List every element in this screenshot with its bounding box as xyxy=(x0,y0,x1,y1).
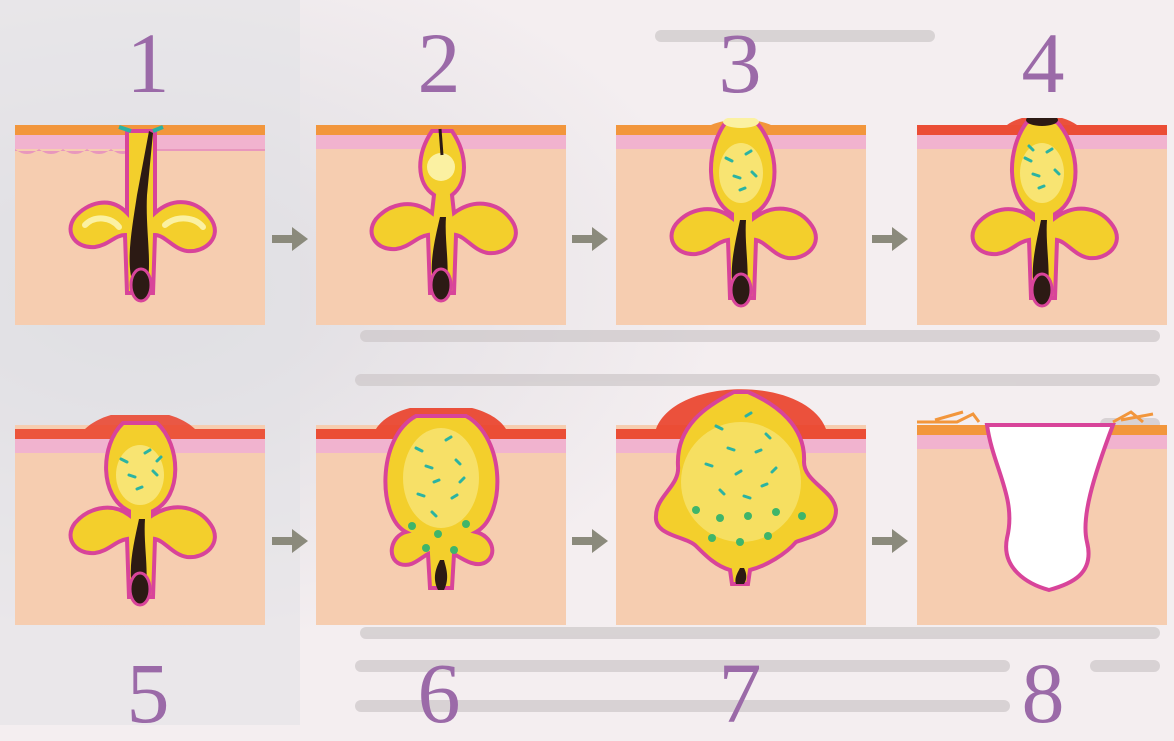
stage-2-diagram xyxy=(316,125,566,325)
step-number-8: 8 xyxy=(983,650,1103,736)
step-number-4: 4 xyxy=(983,20,1103,106)
stage-1-diagram xyxy=(15,125,265,325)
step-number-3: 3 xyxy=(680,20,800,106)
right-arrow-icon xyxy=(870,526,910,556)
right-arrow-icon xyxy=(270,526,310,556)
right-arrow-icon xyxy=(270,224,310,254)
stage-3-diagram xyxy=(616,118,866,318)
step-number-5: 5 xyxy=(88,650,208,736)
right-arrow-icon xyxy=(570,526,610,556)
right-arrow-icon xyxy=(870,224,910,254)
right-arrow-icon xyxy=(570,224,610,254)
step-number-6: 6 xyxy=(379,650,499,736)
stage-8-diagram xyxy=(917,408,1167,608)
step-number-1: 1 xyxy=(88,20,208,106)
step-number-7: 7 xyxy=(680,650,800,736)
stage-7-diagram xyxy=(616,386,866,586)
step-number-2: 2 xyxy=(379,20,499,106)
stage-5-diagram xyxy=(15,415,265,615)
stage-4-diagram xyxy=(917,118,1167,318)
stage-6-diagram xyxy=(316,408,566,608)
